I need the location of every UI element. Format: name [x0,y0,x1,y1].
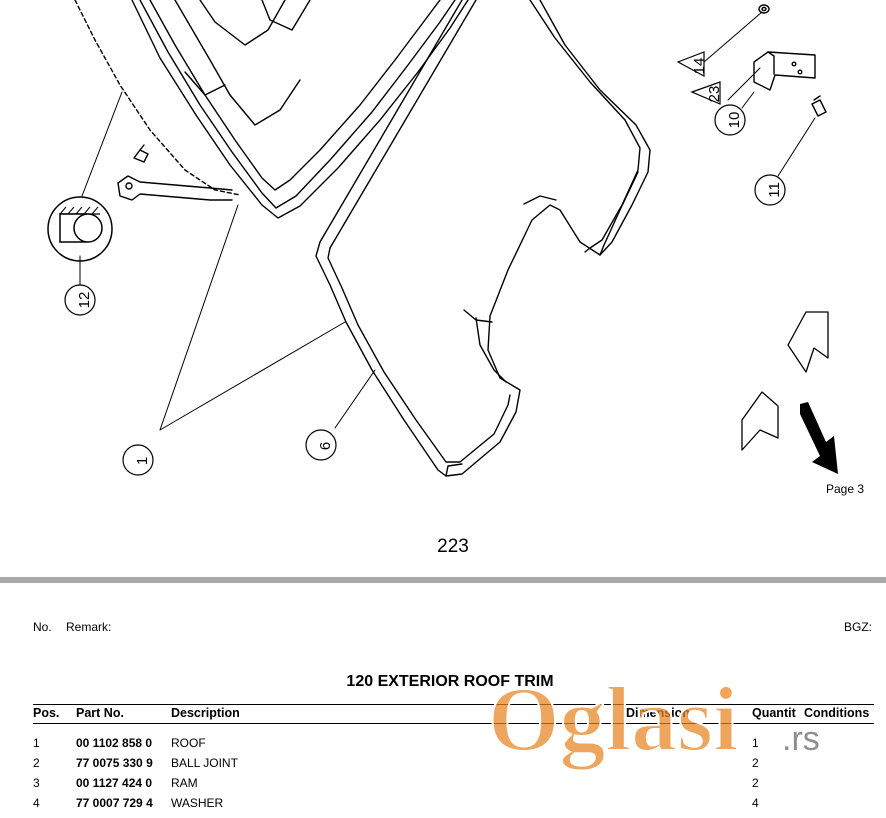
row-2-pos: 2 [33,756,40,770]
callout-11-label: 11 [766,182,783,198]
number-label: No. [33,620,52,634]
row-1-description: ROOF [171,736,206,750]
callout-14 [676,51,705,78]
bracket-shape [753,4,827,117]
callout-6 [305,429,337,461]
callout-12-label: 12 [76,292,93,309]
row-2-part-no: 77 0075 330 9 [76,756,153,770]
trim-panel-shape [315,0,651,477]
callout-14-label: 14 [691,58,708,75]
column-header-pos: Pos. [33,706,60,720]
row-4-description: WASHER [171,796,224,810]
oglasi-watermark-logo: Oglasi .rs [487,672,820,771]
roof-panel-shape [131,0,469,219]
ram-shape [117,144,233,201]
parts-drawing: 1 6 12 10 11 14 23 [47,0,838,477]
navigation-arrows [741,311,829,451]
page-reference[interactable]: Page 3 [826,482,865,496]
row-3-description: RAM [171,776,198,790]
row-3-part-no: 00 1127 424 0 [76,776,153,790]
row-4-quantity: 4 [752,796,759,810]
detail-magnifier-icon [47,196,113,262]
table-header-rule [33,723,874,724]
row-1-part-no: 00 1102 858 0 [76,736,153,750]
leader-lines [79,11,816,431]
row-2-description: BALL JOINT [171,756,238,770]
section-divider [0,577,886,583]
remark-label: Remark: [66,620,112,634]
row-1-pos: 1 [33,736,40,750]
table-top-rule [33,704,874,705]
callout-10-label: 10 [726,112,743,129]
column-header-quantity: Quantit [752,706,796,720]
watermark-suffix: .rs [782,720,820,758]
watermark-brand: Oglasi [488,672,738,770]
callout-1-label: 1 [134,457,151,465]
callout-12 [64,284,96,316]
row-1-quantity: 1 [752,736,759,750]
column-header-dimension: Dimension [626,706,690,720]
row-4-pos: 4 [33,796,40,810]
column-header-description: Description [171,706,240,720]
column-header-part-no: Part No. [76,706,124,720]
page-number: 223 [437,536,469,557]
row-2-quantity: 2 [752,756,759,770]
callout-1 [122,444,154,476]
callout-23-label: 23 [706,86,723,103]
row-3-quantity: 2 [752,776,759,790]
row-4-part-no: 77 0007 729 4 [76,796,153,810]
row-3-pos: 3 [33,776,40,790]
column-header-conditions: Conditions [804,706,870,720]
callout-23 [690,81,721,105]
bgz-label: BGZ: [844,620,873,634]
callout-6-label: 6 [317,442,334,450]
callout-10 [714,104,746,136]
seal-edge-line [74,0,241,196]
page-arrow-icon[interactable] [800,402,838,474]
section-title: 120 EXTERIOR ROOF TRIM [346,673,554,690]
callout-11 [754,174,786,206]
